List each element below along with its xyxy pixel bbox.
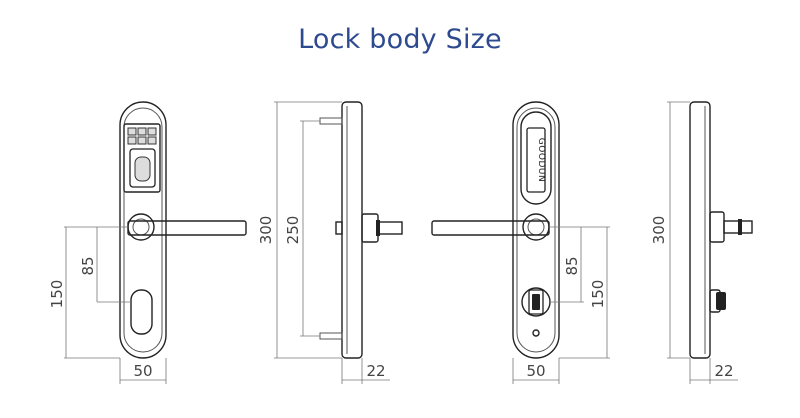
handle-lever	[127, 220, 247, 236]
front-dim-85: 85	[79, 256, 97, 275]
handle-rose	[127, 213, 155, 241]
side-dim-250: 250	[284, 216, 302, 245]
front-dim-50: 50	[133, 362, 152, 380]
side-dim-22: 22	[366, 362, 385, 380]
cylinder-slot	[130, 289, 153, 335]
side-dim-300: 300	[257, 216, 275, 245]
back-dim-85: 85	[563, 256, 581, 275]
front-dim-150: 150	[48, 280, 66, 309]
battery-cover	[520, 111, 552, 205]
side-post-bottom	[319, 332, 343, 340]
back-handle-lever	[431, 220, 550, 236]
side-spindle-base	[361, 213, 379, 243]
side-plate	[341, 101, 363, 359]
logo-plate	[526, 127, 546, 193]
side-spindle	[377, 221, 403, 235]
back-handle-rose	[522, 213, 550, 241]
back-plate	[512, 101, 560, 359]
keypad-buttons	[127, 127, 157, 145]
back-view: GOODUN 85 150 50	[431, 101, 610, 384]
side-spindle-back	[335, 221, 343, 235]
diagram-title: Lock body Size	[298, 24, 502, 55]
front-view: 150 85 50	[48, 101, 247, 384]
fingerprint-module	[123, 123, 161, 193]
side2-dim-300: 300	[650, 216, 668, 245]
front-plate-inner	[123, 107, 163, 353]
side2-view: 300 22	[650, 101, 753, 384]
front-plate	[119, 101, 167, 359]
brand-logo: GOODUN	[536, 138, 546, 182]
back-plate-inner	[516, 107, 556, 353]
back-dim-150: 150	[589, 280, 607, 309]
side2-dim-22: 22	[714, 362, 733, 380]
side-view: 300 250 22	[257, 101, 403, 384]
side-post-top	[319, 117, 343, 125]
side2-spindle-base	[709, 211, 725, 243]
emergency-port	[532, 329, 540, 337]
back-dim-50: 50	[526, 362, 545, 380]
side2-plate	[689, 101, 711, 359]
side2-thumb-turn	[716, 292, 726, 310]
fingerprint-sensor	[134, 156, 151, 182]
